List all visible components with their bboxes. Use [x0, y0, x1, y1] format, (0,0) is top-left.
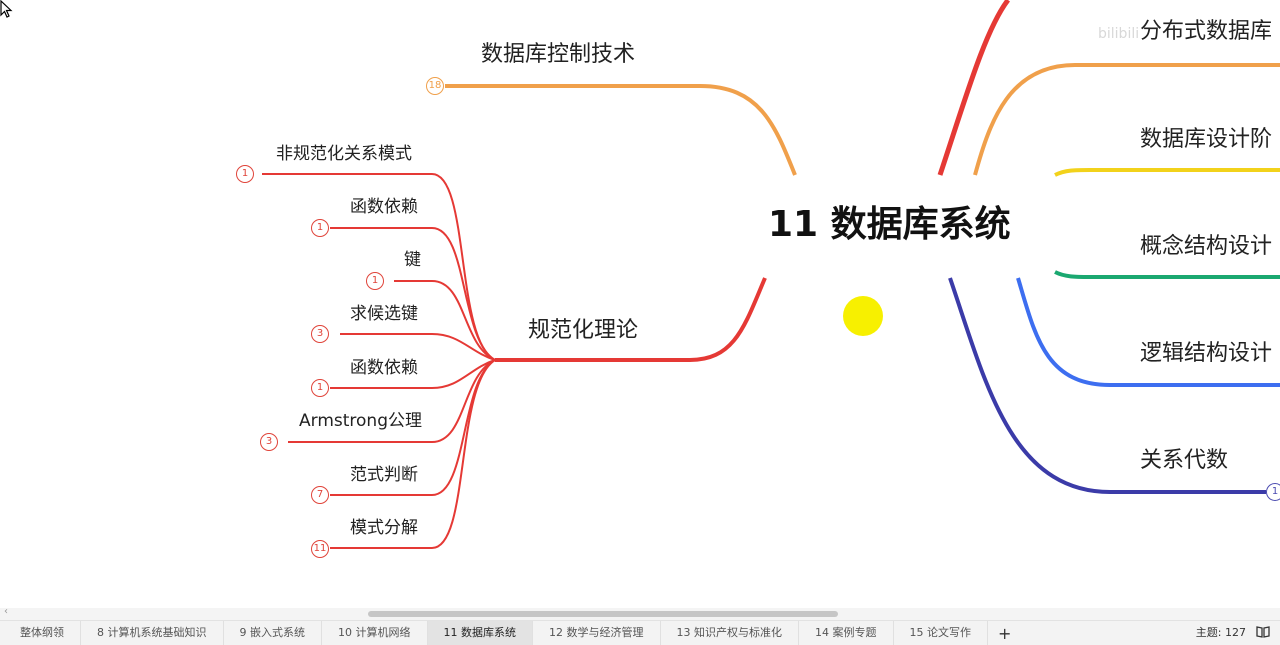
count-badge-relational-algebra[interactable]: 1 [1266, 483, 1280, 501]
count-badge-database-control[interactable]: 18 [426, 77, 444, 95]
topic-normalization[interactable]: 规范化理论 [528, 318, 639, 343]
watermark-logo: bilibili [1098, 26, 1140, 42]
count-badge-functional-dependency-2[interactable]: 1 [311, 379, 329, 397]
connector-control [445, 84, 797, 176]
connector-design-phase [1054, 168, 1280, 177]
topic-conceptual-design[interactable]: 概念结构设计 [1140, 234, 1273, 259]
topic-distributed-db[interactable]: 分布式数据库 [1140, 19, 1273, 44]
normalization-children-connectors [262, 173, 496, 549]
connector-normalization [495, 277, 767, 362]
connector-algebra [948, 277, 1266, 494]
sheet-tab-bar: 整体纲领 8 计算机系统基础知识 9 嵌入式系统 10 计算机网络 11 数据库… [0, 620, 1280, 645]
mindmap-canvas[interactable]: 11 数据库系统 数据库控制技术 18 规范化理论 非规范化关系模式 1 函数依… [0, 0, 1280, 610]
cursor-arrow-icon [0, 0, 13, 18]
topic-logical-design[interactable]: 逻辑结构设计 [1140, 341, 1273, 366]
tab-database-active[interactable]: 11 数据库系统 [427, 621, 533, 645]
horizontal-scrollbar[interactable]: ‹ [0, 606, 1280, 620]
tab-case-study[interactable]: 14 案例专题 [799, 621, 894, 645]
subtopic-armstrong-axioms[interactable]: Armstrong公理 [299, 411, 422, 431]
subtopic-normal-form[interactable]: 范式判断 [350, 465, 418, 485]
subtopic-functional-dependency-2[interactable]: 函数依赖 [350, 358, 418, 378]
connector-distributed [973, 63, 1280, 176]
tab-overview[interactable]: 整体纲领 [0, 621, 81, 645]
tab-network[interactable]: 10 计算机网络 [322, 621, 428, 645]
tab-ip-standards[interactable]: 13 知识产权与标准化 [661, 621, 799, 645]
connector-conceptual [1054, 270, 1280, 279]
mindmap-connectors [262, 0, 1280, 549]
connector-logical [1016, 277, 1280, 387]
count-badge-armstrong-axioms[interactable]: 3 [260, 433, 278, 451]
tab-computer-basics[interactable]: 8 计算机系统基础知识 [81, 621, 224, 645]
count-badge-normal-form[interactable]: 7 [311, 486, 329, 504]
subtopic-denormalized-schema[interactable]: 非规范化关系模式 [276, 144, 412, 164]
plus-icon[interactable]: + [998, 623, 1012, 643]
cursor-highlight [843, 296, 883, 336]
central-topic[interactable]: 11 数据库系统 [768, 204, 1011, 245]
topic-relational-algebra[interactable]: 关系代数 [1140, 448, 1229, 473]
topic-count-status: 主题: 127 [1195, 626, 1246, 639]
scrollbar-thumb[interactable] [368, 611, 838, 617]
subtopic-candidate-key[interactable]: 求候选键 [350, 304, 418, 324]
subtopic-functional-dependency[interactable]: 函数依赖 [350, 197, 418, 217]
topic-database-control[interactable]: 数据库控制技术 [481, 42, 636, 67]
count-badge-denormalized-schema[interactable]: 1 [236, 165, 254, 183]
count-badge-key[interactable]: 1 [366, 272, 384, 290]
count-badge-functional-dependency[interactable]: 1 [311, 219, 329, 237]
connector-right-red [937, 0, 1010, 176]
scroll-left-icon[interactable]: ‹ [4, 606, 8, 617]
subtopic-decomposition[interactable]: 模式分解 [350, 518, 418, 538]
tab-math-economics[interactable]: 12 数学与经济管理 [533, 621, 661, 645]
count-badge-decomposition[interactable]: 11 [311, 540, 329, 558]
subtopic-key[interactable]: 键 [404, 250, 421, 270]
book-icon[interactable] [1256, 626, 1270, 638]
count-badge-candidate-key[interactable]: 3 [311, 325, 329, 343]
topic-db-design-phase[interactable]: 数据库设计阶 [1140, 127, 1273, 152]
tab-essay[interactable]: 15 论文写作 [894, 621, 988, 645]
tab-embedded[interactable]: 9 嵌入式系统 [224, 621, 322, 645]
